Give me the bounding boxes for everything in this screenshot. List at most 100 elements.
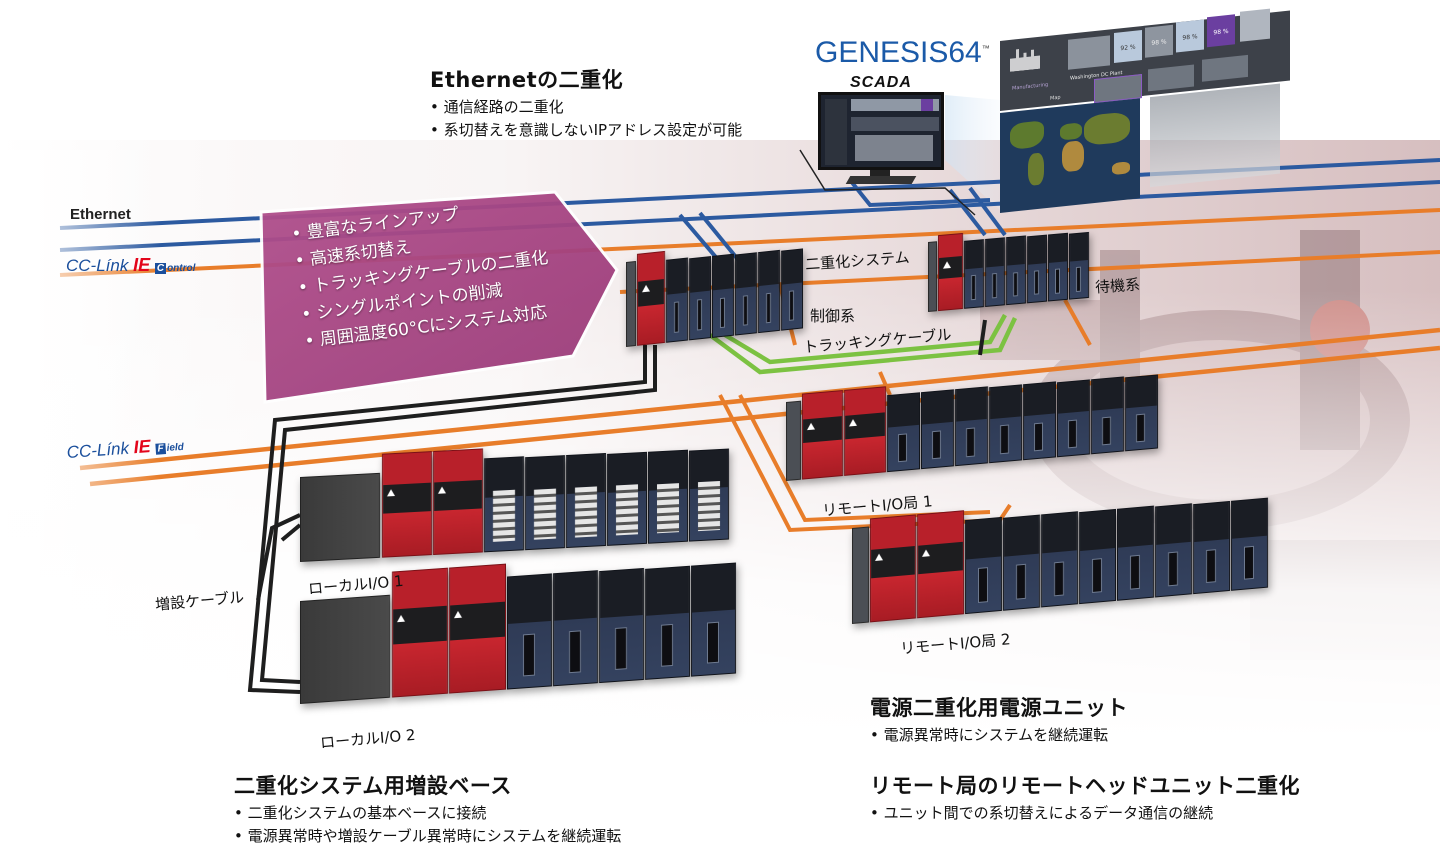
- scada-map-label: Map: [1050, 94, 1061, 102]
- kpi-tile: 98 %: [1176, 19, 1204, 53]
- io-module: [1090, 376, 1124, 455]
- io-module: [525, 455, 565, 551]
- bullet-item: 電源異常時にシステムを継続運転: [870, 724, 1128, 747]
- io-module: [648, 450, 688, 544]
- connector-port: [898, 433, 908, 463]
- weather-tile: [1240, 8, 1270, 42]
- cclink-sub-initial: C: [154, 263, 167, 274]
- cclink-prefix: CC-Línk: [66, 438, 130, 462]
- io-module: [1040, 511, 1078, 608]
- bullet-item: 通信経路の二重化: [430, 96, 742, 119]
- connector-port: [1013, 271, 1019, 297]
- remote-head-bullets: ユニット間での系切替えによるデータ通信の継続: [870, 802, 1300, 825]
- io-module: [1048, 232, 1068, 302]
- standby-system-rack: [928, 222, 1090, 312]
- scada-monitor: [818, 92, 944, 170]
- mitsubishi-logo-icon: [438, 486, 446, 495]
- io-module: [665, 257, 688, 343]
- connector-port: [788, 290, 795, 322]
- kpi-tile: 98 %: [1145, 24, 1173, 58]
- connector-port: [1055, 268, 1061, 294]
- kpi-value: 98 %: [1213, 27, 1229, 37]
- mitsubishi-logo-icon: [943, 260, 951, 269]
- io-module: [1002, 514, 1040, 611]
- mitsubishi-logo-icon: [922, 549, 931, 558]
- io-module: [711, 253, 734, 339]
- power-supply-unit: [938, 232, 963, 312]
- kpi-value: 98 %: [1151, 38, 1167, 48]
- connector-port: [992, 273, 998, 299]
- standby-system-label: 待機系: [1094, 275, 1141, 297]
- connector-port: [1015, 564, 1026, 600]
- base-plate: [626, 261, 636, 347]
- terminal-block: [697, 481, 721, 532]
- connector-port: [742, 295, 749, 326]
- io-module: [964, 238, 984, 309]
- kpi-tile: 98 %: [1207, 14, 1235, 48]
- connector-port: [696, 299, 703, 331]
- io-module: [607, 451, 647, 546]
- terminal-block: [533, 488, 557, 540]
- base-plate: [852, 526, 869, 624]
- power-supply-section: 電源二重化用電源ユニット 電源異常時にシステムを継続運転: [870, 692, 1128, 747]
- connector-port: [1053, 561, 1064, 597]
- connector-port: [719, 297, 726, 329]
- bullet-item: 系切替えを意識しないIPアドレス設定が可能: [430, 119, 742, 142]
- scada-subtitle: SCADA: [850, 74, 912, 91]
- connector-port: [932, 430, 942, 460]
- mitsubishi-logo-icon: [875, 553, 883, 562]
- cclink-sub-rest: ield: [166, 441, 185, 454]
- io-module: [1069, 231, 1089, 300]
- io-module: [1116, 506, 1154, 601]
- extension-base-section: 二重化システム用増設ベース 二重化システムの基本ベースに接続 電源異常時や増設ケ…: [234, 770, 621, 848]
- cclink-sub-initial: F: [155, 443, 167, 455]
- remote-head-section: リモート局のリモートヘッドユニット二重化 ユニット間での系切替えによるデータ通信…: [870, 770, 1300, 825]
- power-supply-unit: [917, 510, 964, 619]
- power-supply-title: 電源二重化用電源ユニット: [870, 696, 1128, 720]
- mitsubishi-logo-icon: [397, 614, 405, 623]
- power-supply-unit: [433, 448, 483, 556]
- io-module: [506, 573, 552, 690]
- mitsubishi-logo-icon: [849, 419, 858, 427]
- connector-port: [1136, 413, 1146, 443]
- io-module: [757, 249, 780, 334]
- io-module: [886, 391, 920, 473]
- io-module: [1027, 234, 1047, 304]
- io-module: [1078, 508, 1116, 605]
- extension-base-connector: [300, 472, 380, 562]
- kpi-value: 98 %: [1182, 33, 1198, 42]
- io-module: [690, 562, 736, 677]
- bullet-item: 二重化システムの基本ベースに接続: [234, 802, 621, 825]
- io-module: [1056, 379, 1090, 458]
- connector-port: [522, 633, 535, 677]
- io-module: [985, 237, 1005, 308]
- power-supply-unit: [449, 563, 506, 694]
- bullet-item: 電源異常時や増設ケーブル異常時にシステムを継続運転: [234, 825, 622, 848]
- ethernet-network-label: Ethernet: [70, 206, 131, 223]
- io-module: [1230, 497, 1268, 591]
- extension-base-connector: [300, 594, 390, 704]
- connector-port: [1091, 557, 1102, 594]
- trademark: ™: [981, 44, 990, 53]
- power-supply-unit: [637, 250, 665, 346]
- mitsubishi-logo-icon: [642, 284, 650, 293]
- plant-render: [1150, 83, 1280, 188]
- extension-base-title: 二重化システム用増設ベース: [234, 774, 512, 798]
- cclink-ie-mark: IE: [132, 436, 152, 458]
- kpi-tile: 92 %: [1114, 30, 1142, 63]
- io-module: [780, 247, 803, 331]
- control-system-rack: [626, 236, 804, 347]
- cclink-sub-rest: ontrol: [167, 263, 196, 274]
- connector-port: [1243, 545, 1254, 580]
- connector-port: [614, 627, 627, 670]
- io-module: [1192, 500, 1230, 595]
- connector-port: [660, 624, 673, 667]
- terminal-block: [574, 486, 598, 538]
- ethernet-redundancy-title: Ethernetの二重化: [430, 68, 624, 92]
- connector-port: [1205, 548, 1216, 584]
- cclink-field-lines: [79, 327, 1440, 487]
- io-module: [552, 570, 598, 687]
- connector-port: [1034, 422, 1044, 451]
- terminal-block: [492, 490, 516, 542]
